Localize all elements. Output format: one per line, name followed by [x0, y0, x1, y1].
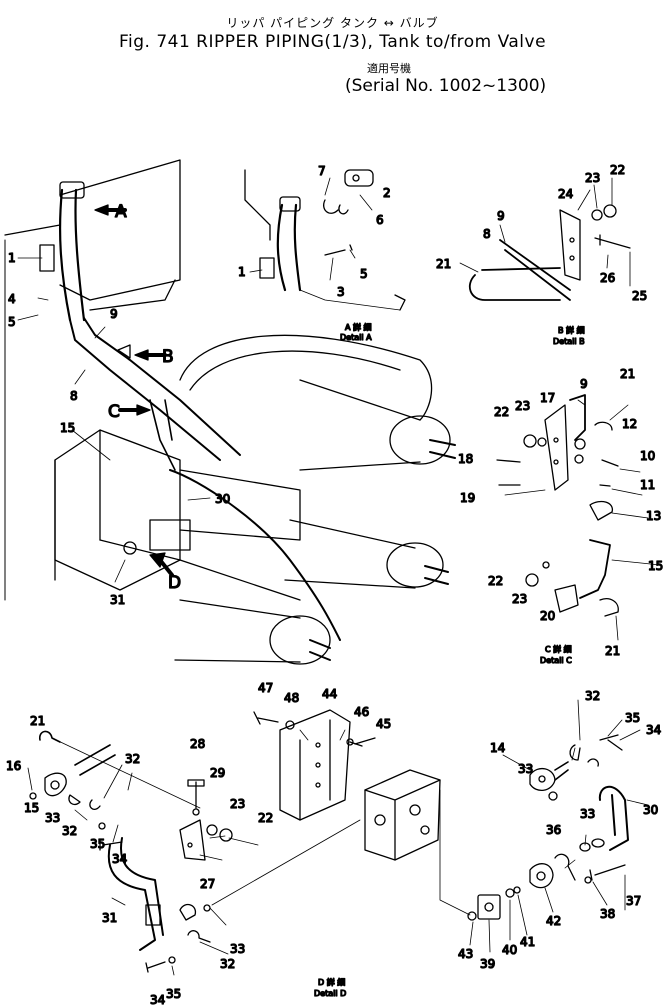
main-assembly: [4, 159, 456, 665]
part-label-c22: 22: [494, 405, 509, 419]
part-label-5: 5: [8, 315, 16, 329]
part-label-d35: 35: [90, 837, 105, 851]
serial-number: (Serial No. 1002~1300): [345, 76, 547, 96]
part-label-a6: 6: [376, 213, 384, 227]
part-label-d38: 38: [600, 907, 615, 921]
part-label-9: 9: [110, 307, 118, 321]
part-label-b8: 8: [483, 227, 491, 241]
part-label-d34: 34: [112, 852, 127, 866]
part-label-c15: 15: [648, 559, 663, 573]
part-label-d35b: 35: [166, 987, 181, 1001]
part-label-8: 8: [70, 389, 78, 403]
callout-d-label: D: [168, 573, 181, 593]
part-label-b26: 26: [600, 271, 615, 285]
part-label-c12: 12: [622, 417, 637, 431]
part-label-d31: 31: [102, 911, 117, 925]
detail-d-drawing: [27, 699, 649, 976]
part-label-d34b: 34: [150, 993, 165, 1007]
callout-a-label: A: [115, 202, 127, 222]
part-label-c10: 10: [640, 449, 655, 463]
japanese-title: リッパ パイピング タンク ↔ バルブ: [226, 16, 439, 30]
part-label-c21: 21: [620, 367, 635, 381]
part-label-30: 30: [215, 492, 230, 506]
part-label-b23: 23: [585, 171, 600, 185]
serial-jp-label: 適用号機: [367, 62, 411, 75]
part-label-d36: 36: [546, 823, 561, 837]
detail-d-title: Detail D: [314, 989, 346, 998]
part-label-c9: 9: [580, 377, 588, 391]
part-label-d30: 30: [643, 803, 658, 817]
part-label-d21: 21: [30, 714, 45, 728]
part-label-c22b: 22: [488, 574, 503, 588]
detail-a-jp: A 詳 細: [345, 322, 372, 332]
part-label-d47: 47: [258, 681, 273, 695]
part-label-d22: 22: [258, 811, 273, 825]
part-label-1: 1: [8, 251, 16, 265]
part-label-b22: 22: [610, 163, 625, 177]
part-label-d28: 28: [190, 737, 205, 751]
detail-b-title: Detail B: [553, 337, 585, 346]
part-label-c17: 17: [540, 391, 555, 405]
part-label-a5: 5: [360, 267, 368, 281]
part-label-a7: 7: [318, 164, 326, 178]
part-label-b24: 24: [558, 187, 573, 201]
part-label-c23b: 23: [512, 592, 527, 606]
part-label-c11: 11: [640, 478, 655, 492]
part-label-d45: 45: [376, 717, 391, 731]
part-label-d40: 40: [502, 943, 517, 957]
part-label-a3: 3: [337, 285, 345, 299]
part-label-c18: 18: [458, 452, 473, 466]
part-label-d14: 14: [490, 741, 505, 755]
detail-b-drawing: [459, 177, 631, 301]
callout-c-label: C: [108, 402, 120, 422]
part-label-b25: 25: [632, 289, 647, 303]
part-label-d32c: 32: [220, 957, 235, 971]
part-label-c13: 13: [646, 509, 661, 523]
part-label-d35c: 35: [625, 711, 640, 725]
detail-a-drawing: [244, 169, 406, 311]
part-label-d32: 32: [125, 752, 140, 766]
part-label-d33c: 33: [580, 807, 595, 821]
part-label-d46: 46: [354, 705, 369, 719]
part-label-d43: 43: [458, 947, 473, 961]
part-label-15: 15: [60, 421, 75, 435]
part-label-c20: 20: [540, 609, 555, 623]
detail-c-drawing: [496, 394, 661, 641]
part-label-4: 4: [8, 292, 16, 306]
callout-b-label: B: [162, 347, 174, 367]
part-label-c19: 19: [460, 491, 475, 505]
detail-a-title: Detail A: [340, 333, 372, 342]
detail-c-jp: C 詳 細: [545, 644, 572, 654]
part-label-d41: 41: [520, 935, 535, 949]
part-label-a2: 2: [383, 186, 391, 200]
part-label-31: 31: [110, 593, 125, 607]
part-label-a1: 1: [238, 265, 246, 279]
part-label-d29: 29: [210, 766, 225, 780]
part-label-d33: 33: [45, 811, 60, 825]
part-label-c21b: 21: [605, 644, 620, 658]
part-label-c23: 23: [515, 399, 530, 413]
part-label-d16: 16: [6, 759, 21, 773]
serial-range: 適用号機 (Serial No. 1002~1300): [345, 60, 546, 96]
part-label-d33b: 33: [230, 942, 245, 956]
part-label-d33d: 33: [518, 762, 533, 776]
part-label-d32d: 32: [585, 689, 600, 703]
part-label-d39: 39: [480, 957, 495, 971]
part-label-d37: 37: [626, 894, 641, 908]
part-label-d34c: 34: [646, 723, 661, 737]
figure-title: Fig. 741 RIPPER PIPING(1/3), Tank to/fro…: [118, 32, 547, 52]
part-label-d15: 15: [24, 801, 39, 815]
part-label-d48: 48: [284, 691, 299, 705]
part-label-d32b: 32: [62, 824, 77, 838]
part-label-b21: 21: [436, 257, 451, 271]
part-label-d42: 42: [546, 914, 561, 928]
part-label-d27: 27: [200, 877, 215, 891]
detail-c-title: Detail C: [540, 656, 572, 665]
part-label-d44: 44: [322, 687, 337, 701]
detail-b-jp: B 詳 細: [558, 325, 585, 335]
detail-d-jp: D 詳 細: [318, 977, 345, 987]
part-label-b9: 9: [497, 209, 505, 223]
part-label-d23: 23: [230, 797, 245, 811]
